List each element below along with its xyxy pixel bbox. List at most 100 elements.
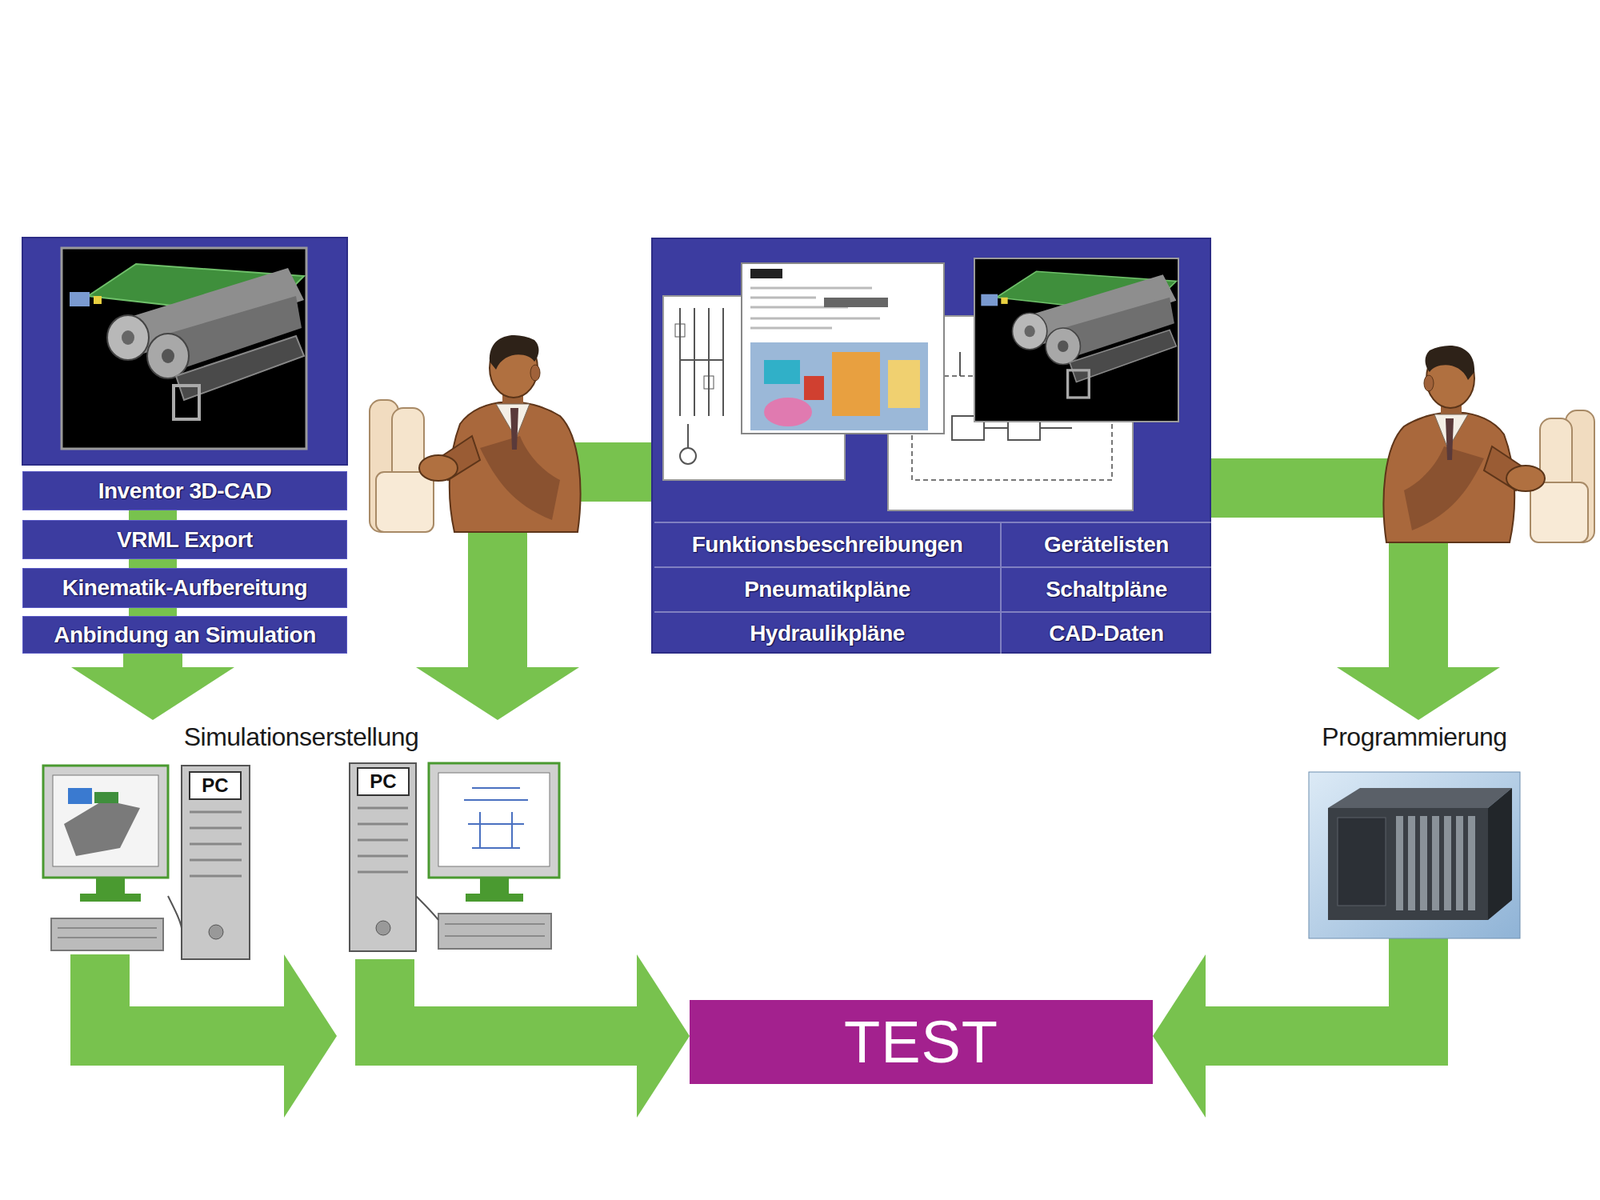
person-right: [1383, 345, 1595, 543]
arrow-shaft: [1211, 488, 1419, 668]
flow-arrow: [152, 510, 154, 520]
plc-device: [1328, 808, 1488, 920]
computer-left: [64, 800, 140, 856]
process-band: VRML Export: [22, 520, 348, 560]
document-collage: [888, 316, 1133, 511]
node-text: Gerätelisten: [1044, 532, 1169, 558]
device-badge: PC: [369, 770, 396, 793]
node-text: Funktionsbeschreibungen: [692, 532, 964, 558]
plc-device: [1420, 816, 1428, 911]
node-text: Simulationserstellung: [43, 720, 560, 754]
table-cell: Funktionsbeschreibungen: [654, 521, 1002, 567]
node-text: Pneumatikpläne: [744, 576, 911, 603]
arrow-shaft: [497, 472, 652, 668]
computer-right: [438, 772, 550, 867]
plc-device: [1488, 788, 1512, 920]
plc-device: [1308, 772, 1520, 939]
document-collage: [663, 296, 845, 480]
plc-device: [1396, 816, 1404, 911]
cad-panel: [61, 248, 307, 449]
computer-right: [349, 763, 416, 952]
cad-panel: [22, 237, 348, 465]
document-collage: [675, 324, 685, 337]
document-box: Funktionsbeschreibungen GerätelistenPneum…: [651, 237, 1212, 654]
test-box: TEST: [689, 1000, 1153, 1084]
flow-arrow: [416, 472, 652, 720]
flow-arrow: [1211, 488, 1500, 720]
process-band: Kinematik-Aufbereitung: [22, 568, 348, 608]
arrow-shaft: [1204, 938, 1419, 1036]
table-cell: CAD-Daten: [1001, 611, 1212, 654]
cad-group: Inventor 3D-CAD VRML ExportKinematik-Aufb…: [22, 237, 348, 654]
node-text: VRML Export: [116, 527, 253, 553]
side-arrow: [100, 954, 286, 1036]
plc-device: [1468, 816, 1476, 911]
table-cell: Schaltpläne: [1001, 566, 1212, 612]
computer-right: [416, 896, 439, 920]
computer-left: [168, 896, 182, 928]
computer-right: [465, 893, 524, 902]
computer-left: [51, 918, 164, 951]
arrow-shaft: [123, 653, 183, 668]
flow-arrow: [152, 608, 154, 616]
computer-left: [96, 877, 125, 896]
document-collage: [824, 297, 888, 308]
arrow-shaft: [128, 510, 177, 520]
document-collage: [804, 376, 824, 400]
person-right: [1383, 345, 1595, 543]
plc-device: [1308, 772, 1520, 939]
document-collage: [912, 376, 1112, 480]
document-collage: [974, 258, 1179, 422]
arrow-head: [1336, 667, 1500, 720]
document-collage: [764, 360, 800, 384]
arrow-head: [416, 667, 580, 720]
plc-device: [1432, 816, 1440, 911]
arrow-head: [1152, 954, 1206, 1118]
process-band: Inventor 3D-CAD: [22, 471, 348, 511]
computer-left: [189, 812, 242, 876]
node-text: Hydraulikpläne: [749, 620, 905, 647]
document-collage: [952, 352, 1072, 440]
flow-arrow: [152, 559, 154, 568]
computer-right: [357, 768, 409, 796]
arrow-shaft: [384, 959, 638, 1036]
node-text: TEST: [844, 1010, 999, 1075]
computer-left: [68, 788, 92, 804]
document-collage: [764, 397, 812, 427]
computer-left: [43, 765, 168, 878]
computer-right: [428, 763, 560, 878]
plc-station: Programmierung: [1308, 720, 1520, 939]
device-badge: PC: [201, 774, 228, 797]
node-text: Programmierung: [1308, 720, 1520, 754]
document-collage: [980, 271, 1176, 398]
plc-device: [1328, 788, 1512, 808]
person-left: [369, 335, 581, 532]
computer-right: [444, 924, 545, 936]
flow-arrow: [384, 954, 690, 1118]
person-left: [369, 335, 581, 532]
computer-right: [438, 913, 552, 949]
flow-arrow: [71, 653, 235, 720]
computer-left: [94, 792, 119, 804]
computer-right: [349, 763, 560, 952]
document-collage: [741, 263, 944, 434]
computer-left: [208, 924, 224, 940]
computer-left: [189, 772, 241, 800]
computer-left: [181, 765, 250, 960]
document-collage: [680, 448, 696, 464]
document-collage: [750, 342, 928, 431]
table-cell: Hydraulikpläne: [654, 611, 1002, 654]
node-text: Kinematik-Aufbereitung: [62, 575, 308, 601]
arrow-shaft: [128, 608, 177, 616]
computer-right: [464, 788, 528, 848]
document-collage: [750, 268, 783, 279]
plc-device: [1337, 817, 1386, 906]
document-collage: [704, 376, 714, 389]
table-cell: Pneumatikpläne: [654, 566, 1002, 612]
side-arrow: [284, 954, 337, 1118]
process-band: Anbindung an Simulation: [22, 616, 348, 654]
